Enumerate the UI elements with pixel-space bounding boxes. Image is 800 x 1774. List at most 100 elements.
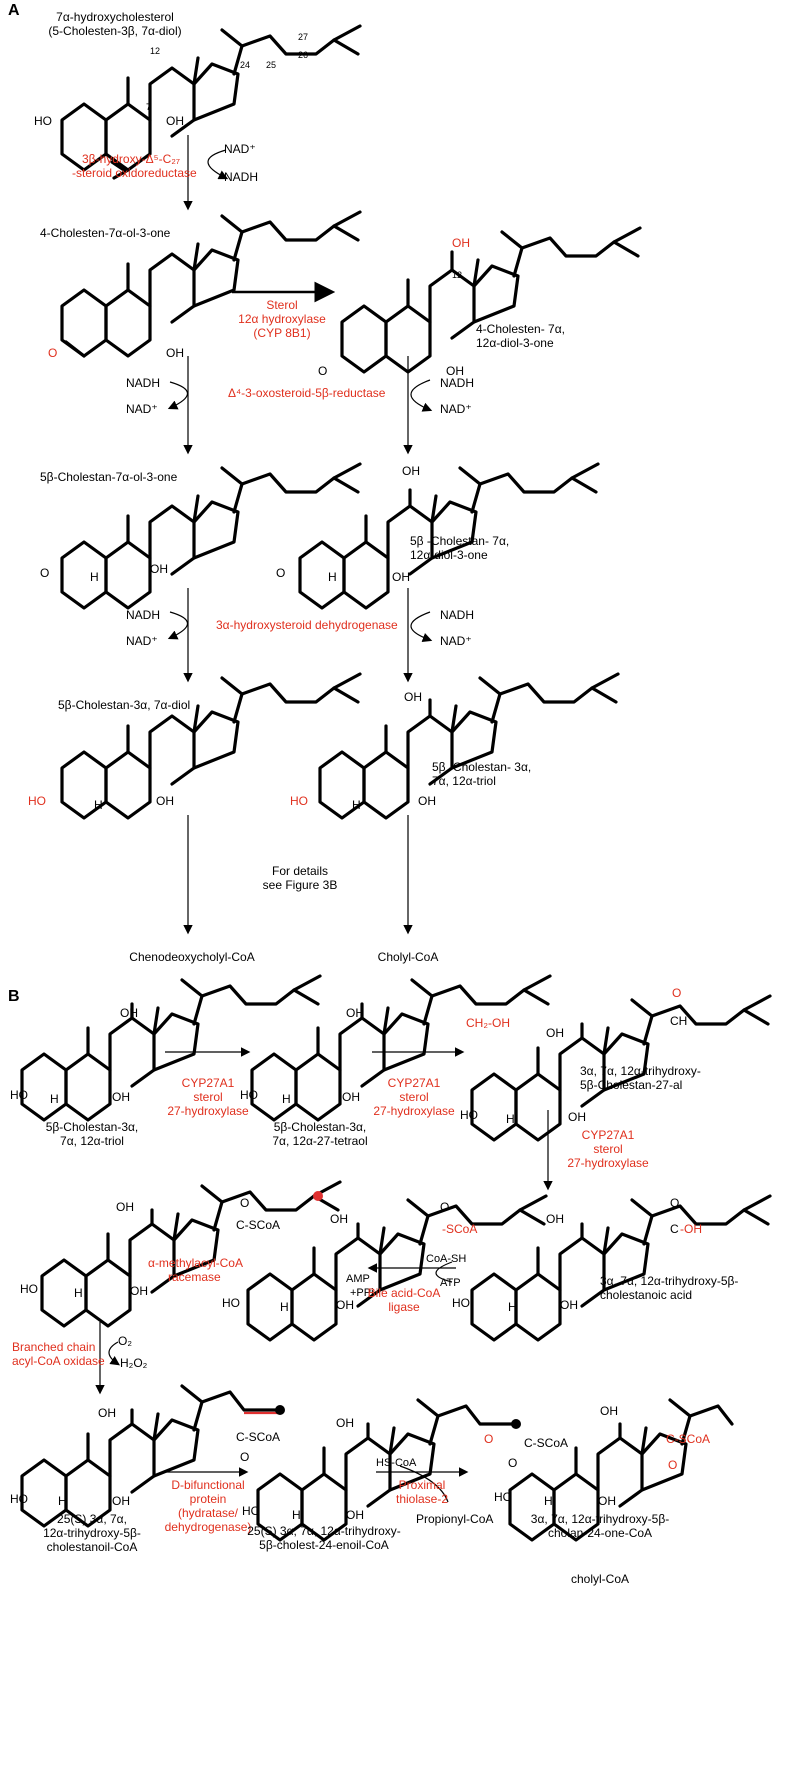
mol1-ho: HO [34, 114, 52, 128]
b1-name-line1: 5β-Cholestan-3α, [45, 1120, 139, 1134]
b5-h: H [280, 1300, 289, 1314]
b2-name-line1: 5β-Cholestan-3α, [273, 1120, 367, 1134]
mol6-name: 5β-Cholestan-3α, 7α-diol [58, 698, 191, 712]
mol3-oh-12: OH [452, 236, 470, 250]
mol-5b-cholestan-3a-7a-diol [60, 672, 362, 820]
b2-oh-7: OH [342, 1090, 360, 1104]
num-27: 27 [298, 32, 309, 42]
mol-b-triol [20, 974, 322, 1122]
num-24: 24 [240, 60, 251, 70]
b9-scoa: C-SCoA [666, 1432, 711, 1446]
mol-b-27-al [470, 994, 772, 1142]
b5-o: O [440, 1200, 450, 1214]
enzyme-cyp8b1-line1: Sterol [266, 298, 298, 312]
enzyme-5b-reductase: Δ⁴-3-oxosteroid-5β-reductase [228, 386, 386, 400]
mol-b-cholestanoyl-coa [246, 1194, 548, 1342]
b3-oh-7: OH [568, 1110, 586, 1124]
panel-a-label: A [8, 2, 20, 19]
b3-ald-ch: CH [670, 1014, 688, 1028]
b2-h: H [282, 1092, 291, 1106]
b1-oh: OH [120, 1006, 138, 1020]
b8-scoa: C-SCoA [524, 1436, 569, 1450]
mol3-oh: OH [446, 364, 464, 378]
b-ppi: +PPi [350, 1287, 374, 1299]
b-hscoa: HS-CoA [376, 1457, 417, 1469]
cofactor-nadp-2: NAD⁺ [126, 402, 158, 416]
b7-name-line3: cholestanoil-CoA [46, 1540, 138, 1554]
b4-oh-7: OH [560, 1298, 578, 1312]
b7-o: O [240, 1450, 250, 1464]
b9-h: H [544, 1494, 553, 1508]
b-racemase-line1: α-methylacyl-CoA [148, 1256, 243, 1270]
b1-h: H [50, 1092, 59, 1106]
b8-oh: OH [336, 1416, 354, 1430]
b-ligase-line2: ligase [388, 1300, 420, 1314]
b-thiolase-line1: Proximal [398, 1478, 446, 1492]
b-oxidase-line2: acyl-CoA oxidase [12, 1354, 105, 1368]
b8-name-line2: 5β-cholest-24-enoil-CoA [259, 1538, 389, 1552]
mol1-name-sub: (5-Cholesten-3β, 7α-diol) [48, 24, 182, 38]
product-cholyl-coa: Cholyl-CoA [377, 950, 439, 964]
b7-ho: HO [10, 1492, 28, 1506]
b3-name-line2: 5β-Cholestan-27-al [580, 1078, 683, 1092]
b-cosh: CoA-SH [426, 1253, 467, 1265]
b7-oh: OH [98, 1406, 116, 1420]
b8-o-red: O [484, 1432, 494, 1446]
mol-b-racemase-substrate [40, 1180, 342, 1328]
b-dbp-line3: (hydratase/ [177, 1506, 239, 1520]
product-chenodeoxycholyl-coa: Chenodeoxycholyl-CoA [129, 950, 255, 964]
b9-oh: OH [600, 1404, 618, 1418]
b-dbp-line4: dehydrogenase) [164, 1520, 252, 1534]
b9-oh-7: OH [598, 1494, 616, 1508]
b2-oh: OH [346, 1006, 364, 1020]
b-ligase-line1: Bile acid-CoA [367, 1286, 441, 1300]
b7-h: H [58, 1494, 67, 1508]
b-thiolase-line2: thiolase-2 [395, 1492, 449, 1506]
b8-name-line1: 25(S) 3α, 7α, 12α-trihydroxy- [247, 1524, 401, 1538]
mol-4-cholesten-7a-ol-3-one [60, 210, 362, 358]
b-cyp27a1-2-line1: CYP27A1 [387, 1076, 441, 1090]
b8-h: H [292, 1508, 301, 1522]
b-cyp27a1-2-line2: sterol [399, 1090, 429, 1104]
mol6-ho: HO [28, 794, 46, 808]
details-note-line2: see Figure 3B [262, 878, 338, 892]
b3-oh: OH [546, 1026, 564, 1040]
b5-oh-7: OH [336, 1298, 354, 1312]
mol3-num-12: 12 [452, 270, 463, 280]
mol5-h: H [328, 570, 337, 584]
num-25: 25 [266, 60, 277, 70]
b9-ho: HO [494, 1490, 512, 1504]
b-o2: O₂ [118, 1334, 132, 1348]
cofactor-nadh-3: NADH [440, 376, 475, 390]
b6-scoa: C-SCoA [236, 1218, 281, 1232]
b-propionyl-coa: Propionyl-CoA [416, 1512, 494, 1526]
mol7-oh: OH [418, 794, 436, 808]
b9-cholyl-coa: cholyl-CoA [570, 1572, 630, 1586]
b-oxidase-line1: Branched chain [12, 1340, 96, 1354]
num-26: 26 [298, 50, 309, 60]
b9-o: O [668, 1458, 678, 1472]
num-7: 7 [146, 102, 152, 112]
mol7-name-line2: 7α, 12α-triol [432, 774, 496, 788]
mol-7a-hydroxycholesterol [60, 24, 362, 180]
mol3-name-line2: 12α-diol-3-one [476, 336, 554, 350]
mol6-h: H [94, 798, 103, 812]
mol1-oh: OH [166, 114, 184, 128]
mol5-name-line1: 5β -Cholestan- 7α, [410, 534, 510, 548]
b3-ho: HO [460, 1108, 478, 1122]
b-racemase-line2: racemase [168, 1270, 221, 1284]
cofactor-nadh: NADH [224, 170, 259, 184]
mol2-name: 4-Cholesten-7α-ol-3-one [40, 226, 171, 240]
b6-oh: OH [116, 1200, 134, 1214]
b4-acid-c: C [670, 1222, 679, 1236]
b4-name-line2: cholestanoic acid [600, 1288, 693, 1302]
mol4-name: 5β-Cholestan-7α-ol-3-one [40, 470, 178, 484]
enzyme-cyp8b1-line3: (CYP 8B1) [253, 326, 311, 340]
mol-b-24-enoyl-coa [256, 1398, 521, 1542]
mol-b-tetraol [250, 974, 552, 1122]
b-h2o2: H₂O₂ [120, 1356, 148, 1370]
num-12: 12 [150, 46, 161, 56]
b4-h: H [508, 1300, 517, 1314]
b4-acid-oh: -OH [680, 1222, 702, 1236]
